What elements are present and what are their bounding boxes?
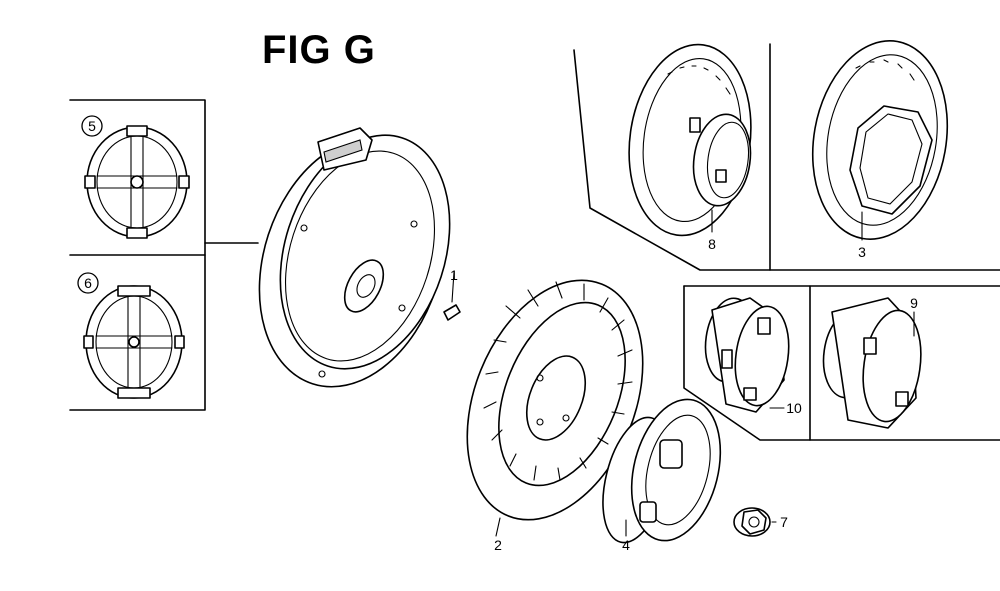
callout-label-7: 7 (780, 514, 788, 530)
inset-box-8-3 (573, 43, 1000, 271)
callout-label-9: 9 (910, 295, 918, 311)
woodruff-key (443, 271, 461, 321)
ratchet-sleeve-10 (704, 297, 790, 413)
starter-cup-3 (811, 40, 949, 241)
callout-label-3: 3 (858, 244, 866, 260)
callout-label-10: 10 (786, 400, 802, 416)
callout-label-2: 2 (494, 537, 502, 553)
callout-circle-6: 6 (77, 272, 99, 294)
starter-cup-8 (628, 43, 752, 237)
inset-box-5-6 (69, 99, 259, 411)
flywheel-disc-6 (83, 285, 185, 399)
callout-circle-5: 5 (81, 115, 103, 137)
callout-label-5: 5 (88, 118, 96, 134)
flywheel-disc-5 (84, 125, 190, 239)
callout-label-1: 1 (450, 267, 458, 283)
flywheel (258, 127, 451, 388)
cooling-fan (466, 279, 644, 537)
callout-label-6: 6 (84, 275, 92, 291)
ratchet-sleeve-9 (822, 297, 922, 429)
inset-box-10-9 (683, 285, 1000, 441)
callout-label-4: 4 (622, 537, 630, 553)
callout-label-8: 8 (708, 236, 716, 252)
starter-pulley (602, 398, 722, 544)
figure-title: FIG G (262, 28, 376, 72)
flange-nut (733, 507, 777, 537)
